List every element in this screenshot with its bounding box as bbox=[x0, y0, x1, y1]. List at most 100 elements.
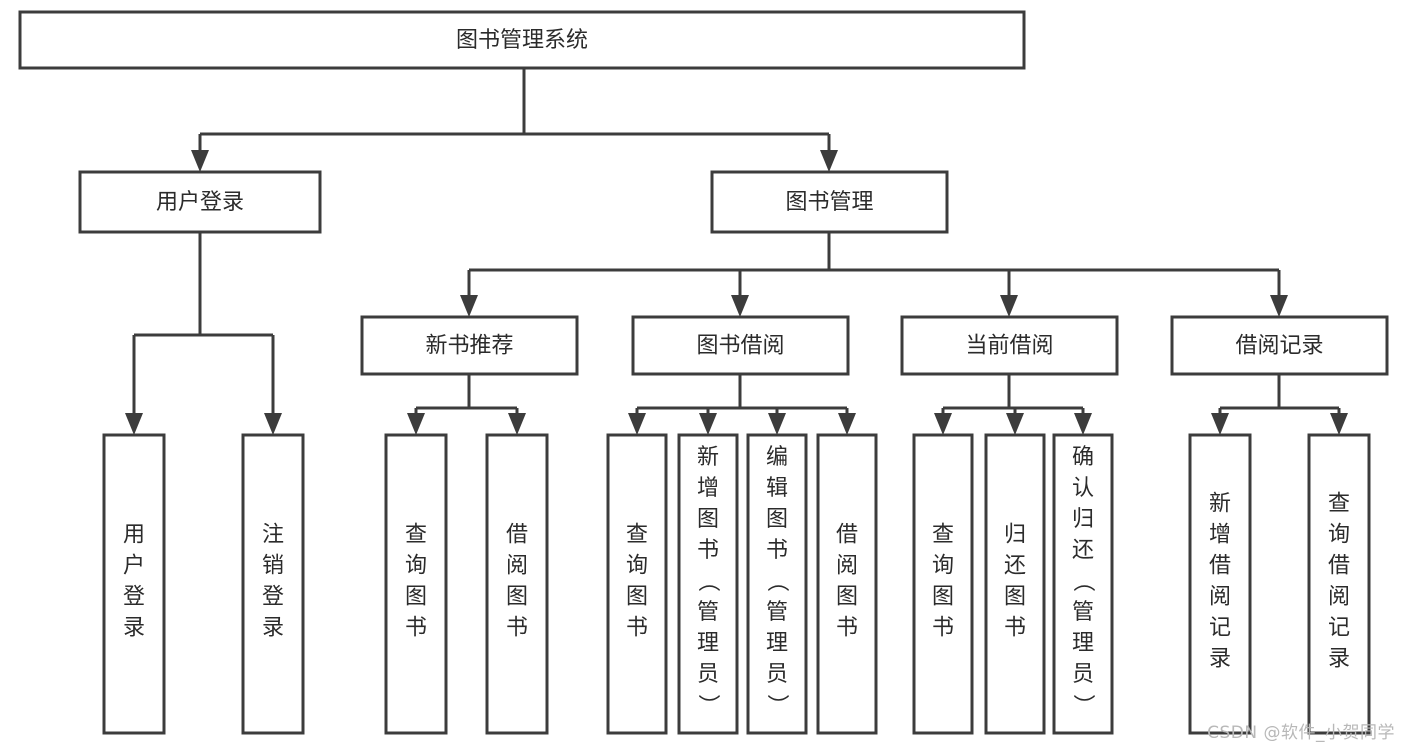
node-label: 借阅记录 bbox=[1235, 334, 1323, 359]
connector-user-login bbox=[125, 232, 282, 435]
node-borrow-records[interactable]: 借阅记录 bbox=[1170, 315, 1389, 376]
node-label-char: 理 bbox=[766, 631, 788, 656]
node-book-manage[interactable]: 图书管理 bbox=[710, 170, 949, 234]
node-label-char: 认 bbox=[1072, 476, 1094, 501]
node-label-char: 员 bbox=[697, 662, 719, 687]
arrow-head-icon bbox=[820, 150, 838, 172]
node-label-char: 记 bbox=[1209, 616, 1231, 641]
node-box bbox=[78, 170, 322, 234]
node-box bbox=[384, 433, 448, 735]
node-label-char: 登 bbox=[123, 585, 145, 610]
node-label-char: 管 bbox=[697, 600, 719, 625]
node-label-char: 增 bbox=[697, 476, 719, 501]
arrow-head-icon bbox=[1330, 413, 1348, 435]
node-box bbox=[102, 433, 166, 735]
node-label-char: 询 bbox=[1328, 523, 1350, 548]
node-label-char: 图 bbox=[405, 585, 427, 610]
node-box bbox=[631, 315, 850, 376]
connector-new-book-recommend bbox=[407, 374, 526, 435]
node-label-char: 查 bbox=[405, 523, 427, 548]
node-box bbox=[984, 433, 1046, 735]
node-label-char: 图 bbox=[932, 585, 954, 610]
node-box bbox=[746, 433, 808, 735]
arrow-head-icon bbox=[838, 413, 856, 435]
arrow-head-icon bbox=[264, 413, 282, 435]
node-label-char: 询 bbox=[405, 554, 427, 579]
node-box bbox=[1052, 433, 1114, 735]
node-label-char: 理 bbox=[1072, 631, 1094, 656]
node-box bbox=[1170, 315, 1389, 376]
node-label-char: 阅 bbox=[506, 554, 528, 579]
arrow-head-icon bbox=[768, 413, 786, 435]
node-label-char: 借 bbox=[836, 523, 858, 548]
node-label: 新书推荐 bbox=[425, 334, 513, 359]
node-label-char: 借 bbox=[506, 523, 528, 548]
arrow-head-icon bbox=[508, 413, 526, 435]
node-label-char: 书 bbox=[1004, 616, 1026, 641]
node-label-char: 记 bbox=[1328, 616, 1350, 641]
node-label-char: 新 bbox=[1209, 492, 1231, 517]
node-label-char: 书 bbox=[697, 538, 719, 563]
connector-current-borrow bbox=[934, 374, 1092, 435]
node-label-char: 书 bbox=[626, 616, 648, 641]
node-label-char: （ bbox=[1070, 570, 1095, 592]
arrow-head-icon bbox=[1211, 413, 1229, 435]
arrow-head-icon bbox=[699, 413, 717, 435]
node-label-char: 管 bbox=[1072, 600, 1094, 625]
node-box bbox=[1307, 433, 1371, 735]
node-label-char: 用 bbox=[123, 523, 145, 548]
node-box bbox=[710, 170, 949, 234]
node-label-char: 书 bbox=[506, 616, 528, 641]
node-box bbox=[816, 433, 878, 735]
connector-root bbox=[191, 68, 838, 172]
node-current-borrow[interactable]: 当前借阅 bbox=[900, 315, 1119, 376]
arrow-head-icon bbox=[934, 413, 952, 435]
node-label-char: 户 bbox=[123, 554, 145, 579]
node-label-char: （ bbox=[764, 570, 789, 592]
node-label-char: 员 bbox=[766, 662, 788, 687]
node-label: 图书借阅 bbox=[696, 334, 784, 359]
node-label-char: 书 bbox=[766, 538, 788, 563]
node-label-char: 理 bbox=[697, 631, 719, 656]
node-label-char: 登 bbox=[262, 585, 284, 610]
arrow-head-icon bbox=[1000, 295, 1018, 317]
node-label-char: 图 bbox=[766, 507, 788, 532]
node-user-login[interactable]: 用户登录 bbox=[78, 170, 322, 234]
node-label-char: 书 bbox=[932, 616, 954, 641]
node-box bbox=[677, 433, 739, 735]
node-box bbox=[912, 433, 974, 735]
node-label-char: 阅 bbox=[1209, 585, 1231, 610]
node-box bbox=[18, 10, 1026, 70]
node-label-char: 编 bbox=[766, 445, 788, 470]
node-root[interactable]: 图书管理系统 bbox=[18, 10, 1026, 70]
node-label-char: 阅 bbox=[836, 554, 858, 579]
connector-book-borrow bbox=[628, 374, 856, 435]
node-label: 图书管理 bbox=[785, 190, 873, 215]
arrow-head-icon bbox=[1270, 295, 1288, 317]
node-label-char: 书 bbox=[836, 616, 858, 641]
node-label-char: 归 bbox=[1004, 523, 1026, 548]
node-book-borrow[interactable]: 图书借阅 bbox=[631, 315, 850, 376]
node-leaf-user-login[interactable]: 用户登录 bbox=[102, 433, 166, 735]
nodes-layer: 图书管理系统用户登录图书管理新书推荐图书借阅当前借阅借阅记录用户登录注销登录查询… bbox=[18, 10, 1389, 735]
node-label-char: 员 bbox=[1072, 662, 1094, 687]
arrow-head-icon bbox=[1074, 413, 1092, 435]
arrow-head-icon bbox=[731, 295, 749, 317]
node-label-char: 图 bbox=[836, 585, 858, 610]
node-label-char: 图 bbox=[506, 585, 528, 610]
node-new-book-recommend[interactable]: 新书推荐 bbox=[360, 315, 579, 376]
